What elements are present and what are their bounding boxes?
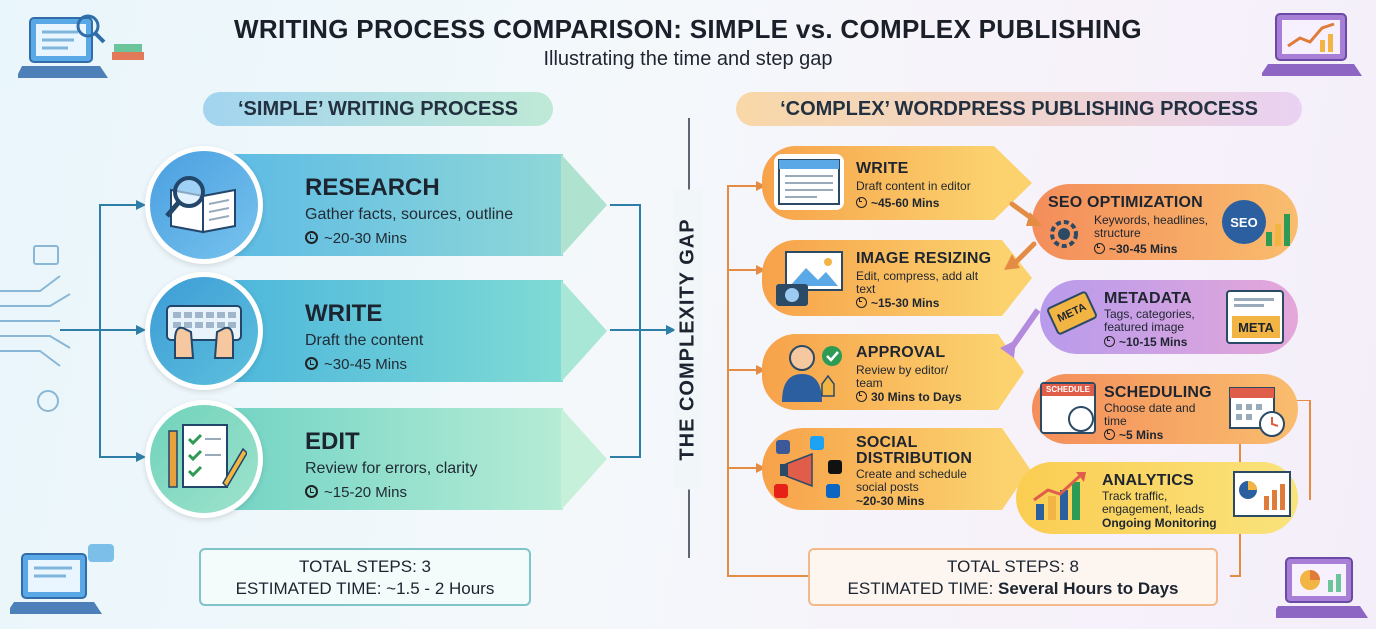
schedule-calendar-icon: SCHEDULE bbox=[1040, 382, 1096, 434]
complex-estimated-time: ESTIMATED TIME: Several Hours to Days bbox=[847, 579, 1179, 598]
complex-step-image-resizing: IMAGE RESIZING Edit, compress, add alt t… bbox=[762, 240, 1032, 316]
page-title: WRITING PROCESS COMPARISON: SIMPLE vs. C… bbox=[234, 14, 1142, 44]
write-icon-badge bbox=[145, 272, 263, 390]
laptop-chat-icon bbox=[10, 544, 114, 614]
circuit-decoration bbox=[0, 245, 71, 412]
approval-person-icon bbox=[782, 345, 842, 402]
clock-icon bbox=[856, 391, 867, 402]
complex-process-heading: ‘COMPLEX’ WORDPRESS PUBLISHING PROCESS bbox=[736, 92, 1302, 126]
megaphone-social-icon bbox=[774, 436, 842, 498]
meta-document-icon: META bbox=[1226, 290, 1284, 344]
edit-icon-badge bbox=[145, 400, 263, 518]
complex-totals-box: TOTAL STEPS: 8 ESTIMATED TIME: Several H… bbox=[808, 548, 1218, 606]
image-camera-icon bbox=[776, 251, 843, 306]
complex-step-analytics: ANALYTICS Track traffic, engagement, lea… bbox=[1016, 462, 1298, 534]
simple-flow-lines bbox=[60, 200, 146, 462]
simple-merge-lines bbox=[610, 204, 676, 458]
simple-process-heading: ‘SIMPLE’ WRITING PROCESS bbox=[203, 92, 553, 126]
complex-total-steps: TOTAL STEPS: 8 bbox=[947, 557, 1079, 576]
clock-icon bbox=[1094, 243, 1105, 254]
write-card-arrow bbox=[561, 280, 607, 382]
complex-step-approval: APPROVAL Review by editor/ team 30 Mins … bbox=[762, 334, 1024, 410]
laptop-analytics-icon bbox=[1276, 557, 1368, 618]
simple-estimated-time: ESTIMATED TIME: ~1.5 - 2 Hours bbox=[235, 579, 495, 598]
complex-flow-lines-bottom bbox=[727, 400, 1311, 577]
complex-step-metadata: META METADATA Tags, categories, featured… bbox=[1040, 280, 1298, 354]
clock-icon bbox=[305, 357, 318, 370]
simple-step-edit: EDIT Review for errors, clarity ~15-20 M… bbox=[145, 400, 607, 518]
book-magnifier-icon bbox=[165, 176, 236, 234]
keyboard-hands-icon bbox=[166, 305, 242, 359]
simple-total-steps: TOTAL STEPS: 3 bbox=[299, 557, 431, 576]
write-time: ~30-45 Mins bbox=[305, 356, 407, 373]
laptop-documents-icon bbox=[18, 14, 144, 78]
write-title: WRITE bbox=[305, 300, 383, 327]
clock-icon bbox=[1104, 336, 1115, 347]
simple-totals-box: TOTAL STEPS: 3 ESTIMATED TIME: ~1.5 - 2 … bbox=[199, 548, 531, 606]
browser-window-icon bbox=[774, 154, 844, 210]
seo-badge-icon: SEO bbox=[1222, 200, 1266, 244]
complex-step-scheduling: SCHEDULE SCHEDULING Choose date and time… bbox=[1032, 374, 1298, 444]
laptop-chart-icon bbox=[1262, 13, 1362, 76]
analytics-dashboard-icon bbox=[1233, 471, 1291, 517]
cross-flow-arrows bbox=[1000, 201, 1042, 358]
bar-growth-icon bbox=[1266, 214, 1290, 246]
research-icon-badge bbox=[145, 146, 263, 264]
research-title: RESEARCH bbox=[305, 174, 440, 201]
page-subtitle: Illustrating the time and step gap bbox=[543, 48, 833, 70]
research-time: ~20-30 Mins bbox=[305, 230, 407, 247]
research-desc: Gather facts, sources, outline bbox=[305, 206, 514, 223]
write-desc: Draft the content bbox=[305, 332, 424, 349]
edit-desc: Review for errors, clarity bbox=[305, 460, 478, 477]
clock-icon bbox=[856, 197, 867, 208]
clock-icon bbox=[856, 297, 867, 308]
complex-flow-lines-left bbox=[727, 181, 766, 574]
complex-step-seo: SEO OPTIMIZATION Keywords, headlines, st… bbox=[1032, 184, 1298, 260]
clock-icon bbox=[305, 231, 318, 244]
growth-chart-icon bbox=[1033, 472, 1086, 520]
edit-title: EDIT bbox=[305, 428, 360, 455]
simple-step-write: WRITE Draft the content ~30-45 Mins bbox=[145, 272, 607, 390]
calendar-clock-icon bbox=[1229, 387, 1285, 437]
edit-card-arrow bbox=[561, 408, 607, 510]
clock-icon bbox=[1104, 429, 1115, 440]
complex-step-write: WRITE Draft content in editor ~45-60 Min… bbox=[762, 146, 1032, 220]
complex-step-social-distribution: SOCIAL DISTRIBUTION Create and schedule … bbox=[762, 428, 1030, 510]
research-card-arrow bbox=[561, 154, 607, 256]
clock-icon bbox=[305, 485, 318, 498]
simple-step-research: RESEARCH Gather facts, sources, outline … bbox=[145, 146, 607, 264]
gear-icon bbox=[1050, 220, 1078, 248]
checklist-pencil-icon bbox=[168, 424, 247, 489]
edit-time: ~15-20 Mins bbox=[305, 484, 407, 501]
